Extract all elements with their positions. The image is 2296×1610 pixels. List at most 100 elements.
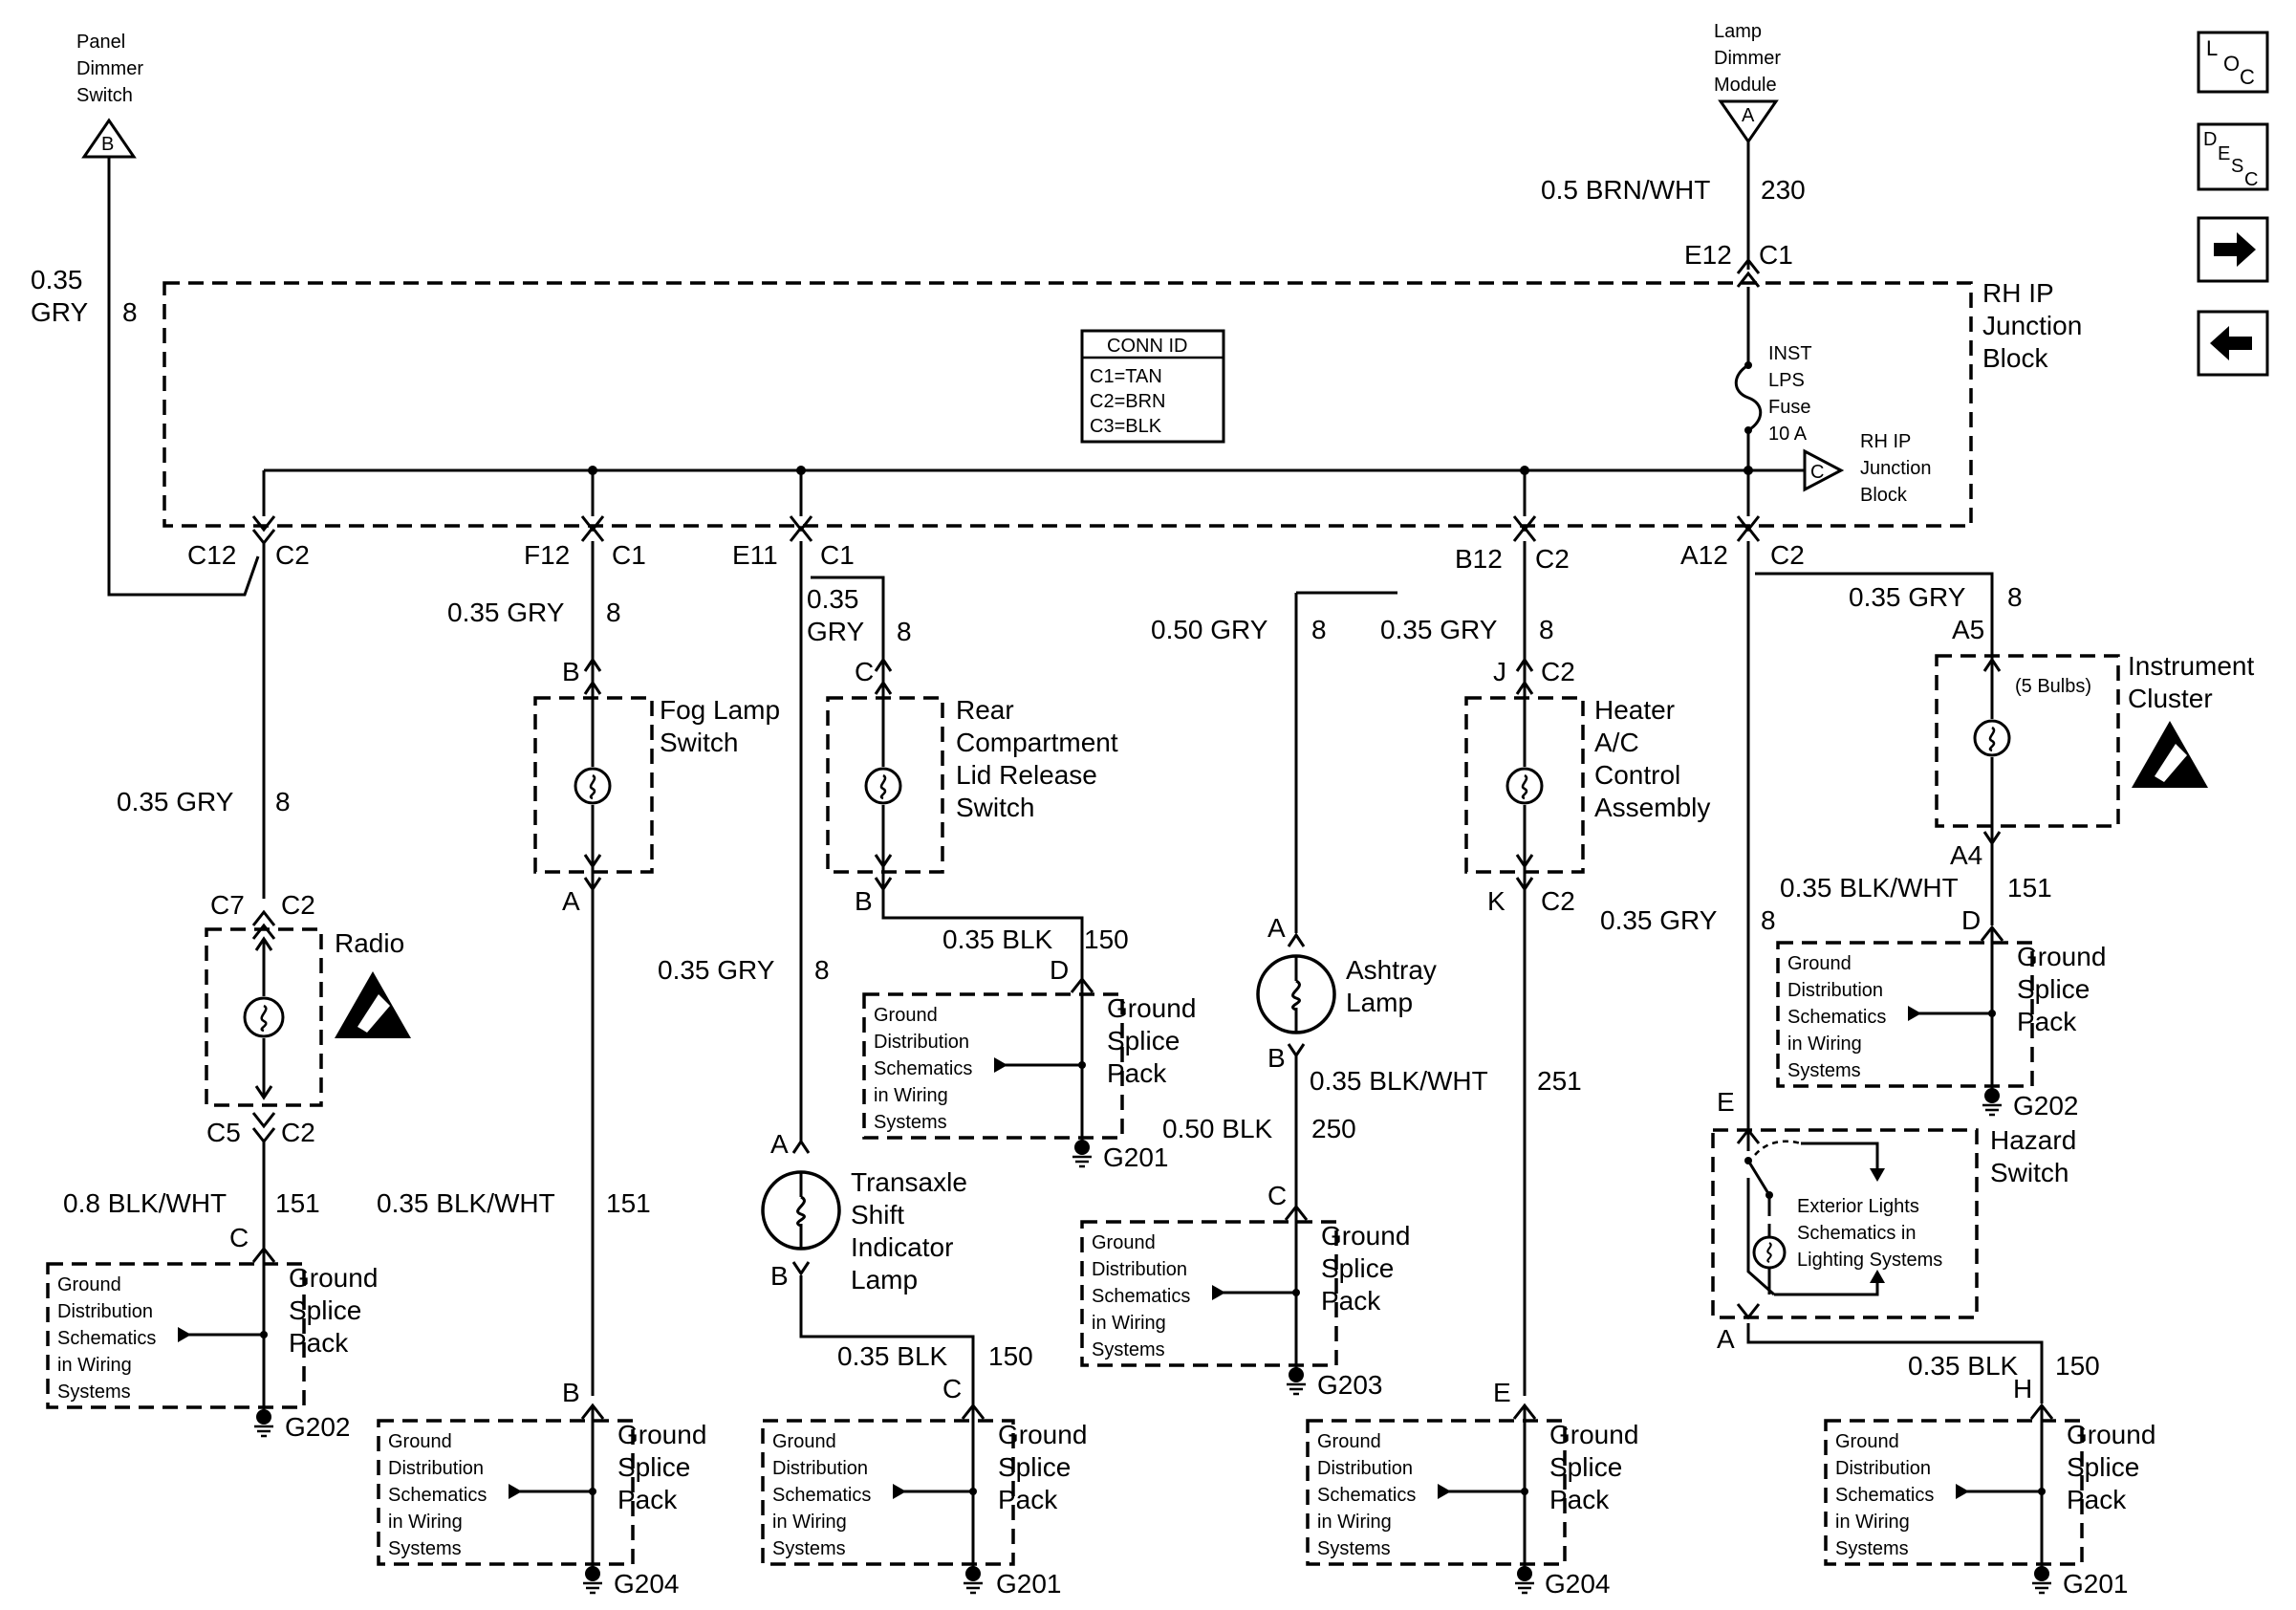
svg-text:Hazard: Hazard bbox=[1990, 1125, 2076, 1155]
off-page-tag: C bbox=[1810, 462, 1824, 483]
fog-switch-bulb bbox=[574, 657, 612, 892]
next-page-button[interactable] bbox=[2197, 216, 2269, 283]
rear-ground-wire bbox=[881, 889, 1084, 985]
pack-ref-line: Systems bbox=[1092, 1339, 1165, 1360]
svg-text:Compartment: Compartment bbox=[956, 728, 1118, 757]
pack-ref-line: Schematics bbox=[874, 1058, 972, 1079]
ground-id-g202: G202 bbox=[285, 1412, 351, 1442]
c5-c2-label: C2 bbox=[281, 1118, 315, 1147]
previous-page-button[interactable] bbox=[2197, 310, 2269, 377]
rear-blk-label: 0.35 BLK bbox=[942, 925, 1053, 954]
svg-text:C1=TAN: C1=TAN bbox=[1090, 366, 1162, 387]
e12-label: E12 bbox=[1684, 240, 1732, 270]
svg-text:C2=BRN: C2=BRN bbox=[1090, 391, 1165, 412]
pack-ref-line: in Wiring bbox=[1092, 1313, 1166, 1334]
svg-text:LPS: LPS bbox=[1768, 370, 1805, 391]
f12-c1-label: C1 bbox=[612, 540, 646, 570]
svg-text:10 A: 10 A bbox=[1768, 424, 1808, 445]
ashtray-blk-label: 0.50 BLK bbox=[1162, 1114, 1273, 1143]
pack-ref-line: Distribution bbox=[1835, 1458, 1931, 1479]
c12-label: C12 bbox=[187, 540, 236, 570]
bus-drops bbox=[262, 470, 1527, 516]
e11-label: E11 bbox=[732, 540, 778, 570]
pack-ref-line: Ground bbox=[874, 1005, 938, 1026]
fuse-node-top bbox=[1744, 361, 1752, 369]
hazard-blk-label: 0.35 BLK bbox=[1908, 1351, 2019, 1381]
pack-label-line: Pack bbox=[2067, 1485, 2127, 1514]
description-button[interactable]: D E S C bbox=[2197, 122, 2269, 191]
hazard-pin-e: E bbox=[1717, 1087, 1735, 1117]
svg-text:Switch: Switch bbox=[76, 85, 133, 106]
hazard-gry-circuit: 8 bbox=[1761, 905, 1776, 935]
pack-label-line: Pack bbox=[1107, 1058, 1167, 1088]
b12-c2-label: C2 bbox=[1535, 544, 1570, 574]
svg-text:Lamp: Lamp bbox=[851, 1265, 918, 1295]
cluster-bulb bbox=[1973, 657, 2011, 846]
pack-ref-line: Ground bbox=[388, 1431, 452, 1452]
pack-ref-line: Distribution bbox=[388, 1458, 484, 1479]
svg-text:Cluster: Cluster bbox=[2128, 684, 2213, 713]
ashtray-pin-c: C bbox=[1267, 1181, 1287, 1210]
pack-ref-line: Ground bbox=[1317, 1431, 1381, 1452]
pack-ref-line: Systems bbox=[57, 1382, 131, 1403]
ground-id-g201: G201 bbox=[2063, 1569, 2129, 1599]
pack-ref-line: in Wiring bbox=[1835, 1512, 1910, 1533]
pack-label-line: Ground bbox=[1321, 1221, 1410, 1251]
location-button[interactable]: L O C bbox=[2197, 31, 2269, 94]
pack-label-line: Ground bbox=[2067, 1420, 2155, 1449]
pack-ref-line: in Wiring bbox=[1317, 1512, 1392, 1533]
ashtray-blk-wht-label: 0.35 BLK/WHT bbox=[1310, 1066, 1488, 1096]
lamp-dimmer-module-label: Lamp Dimmer Module bbox=[1714, 21, 1781, 96]
heater-gry-label: 0.35 GRY bbox=[1380, 615, 1498, 644]
trans-blk-label: 0.35 BLK bbox=[837, 1341, 948, 1371]
pack-ref-line: Schematics bbox=[772, 1485, 871, 1506]
esd-warning-icon bbox=[335, 971, 411, 1038]
fog-blk-wht-label: 0.35 BLK/WHT bbox=[377, 1188, 555, 1218]
heater-pin-j: J bbox=[1493, 657, 1506, 686]
rear-pin-b: B bbox=[855, 886, 873, 916]
trans-pin-a: A bbox=[770, 1129, 789, 1159]
svg-text:Dimmer: Dimmer bbox=[76, 58, 143, 79]
hazard-pin-a: A bbox=[1717, 1324, 1735, 1354]
pack-ref-line: Systems bbox=[388, 1538, 462, 1559]
svg-text:CONN ID: CONN ID bbox=[1107, 336, 1187, 357]
pack-ref-line: Ground bbox=[1835, 1431, 1899, 1452]
svg-text:Switch: Switch bbox=[956, 793, 1034, 822]
cluster-blk-wht-circuit: 151 bbox=[2007, 873, 2052, 903]
pack-label-line: Splice bbox=[1549, 1452, 1622, 1482]
pack-ref-line: Schematics bbox=[57, 1328, 156, 1349]
ground-id-g204: G204 bbox=[614, 1569, 680, 1599]
pack-ref-line: Systems bbox=[772, 1538, 846, 1559]
pack-ref-line: Systems bbox=[1317, 1538, 1391, 1559]
e12-c1-label: C1 bbox=[1759, 240, 1793, 270]
svg-text:A/C: A/C bbox=[1594, 728, 1639, 757]
svg-text:Fuse: Fuse bbox=[1768, 397, 1810, 418]
heater-ac-control-label: Heater A/C Control Assembly bbox=[1594, 695, 1710, 822]
svg-text:Fog Lamp: Fog Lamp bbox=[660, 695, 780, 725]
brn-wht-circuit-label: 230 bbox=[1761, 175, 1806, 205]
c12-c2-label: C2 bbox=[275, 540, 310, 570]
ashtray-gry-label: 0.50 GRY bbox=[1151, 615, 1268, 644]
c5-label: C5 bbox=[206, 1118, 241, 1147]
svg-text:Panel: Panel bbox=[76, 32, 125, 53]
svg-text:Junction: Junction bbox=[1860, 458, 1932, 479]
e11-c1-label: C1 bbox=[820, 540, 855, 570]
rear-pin-c: C bbox=[855, 657, 874, 686]
pack-ref-line: in Wiring bbox=[874, 1085, 948, 1106]
rear-gry-size: 0.35 bbox=[807, 584, 859, 614]
junction-output-connectors bbox=[251, 515, 1761, 546]
trans-blk-circuit: 150 bbox=[988, 1341, 1033, 1371]
pack-ref-line: Systems bbox=[874, 1112, 947, 1133]
cluster-esd-warning-icon bbox=[2132, 721, 2208, 788]
fog-ground-pin-b: B bbox=[562, 1378, 580, 1407]
svg-text:Lamp: Lamp bbox=[1346, 988, 1413, 1017]
rh-ip-junction-block-outline bbox=[162, 281, 1973, 528]
pack-label-line: Pack bbox=[1321, 1286, 1381, 1316]
pack-label-line: Splice bbox=[998, 1452, 1071, 1482]
radio-blk-wht-label: 0.8 BLK/WHT bbox=[63, 1188, 227, 1218]
pack-ref-line: Schematics bbox=[388, 1485, 487, 1506]
pack-ref-line: Distribution bbox=[57, 1301, 153, 1322]
